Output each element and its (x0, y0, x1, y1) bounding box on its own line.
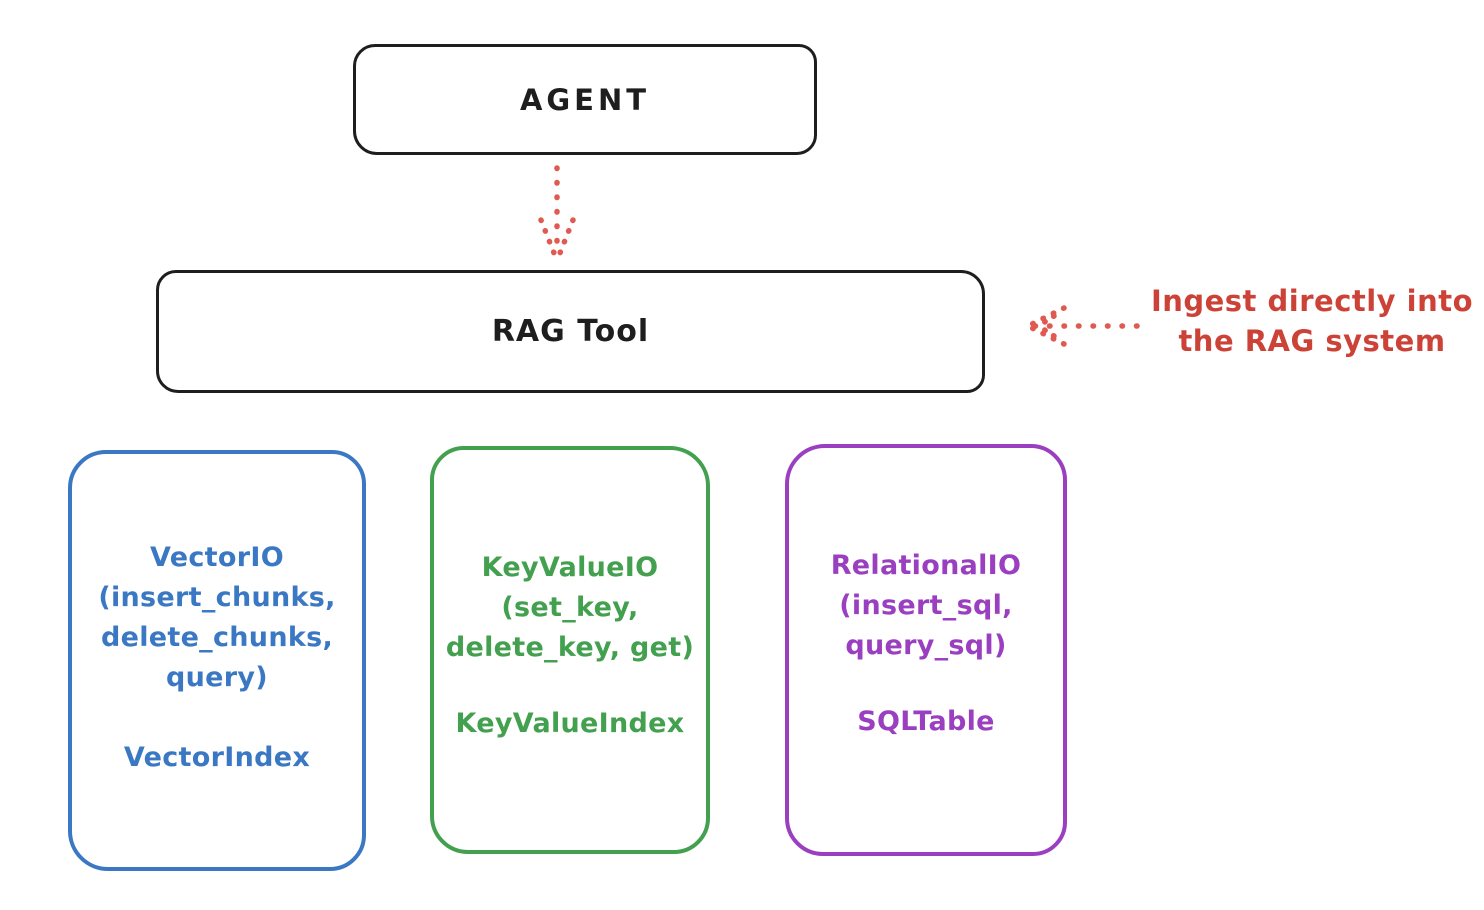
annotation-line-2: the RAG system (1178, 324, 1446, 358)
card-line: RelationalIO (830, 550, 1022, 581)
card-line: VectorIO (150, 542, 284, 573)
agent-node: AGENT (353, 44, 817, 155)
rag-tool-label: RAG Tool (491, 314, 650, 349)
ingest-annotation-dotted-arrow-icon (1029, 305, 1140, 347)
card-line: delete_chunks, (100, 622, 334, 653)
card-line: query_sql) (845, 630, 1007, 661)
card-line: (set_key, (501, 592, 639, 623)
ingest-annotation: Ingest directly into the RAG system (1140, 281, 1484, 361)
card-index-label: SQLTable (857, 706, 995, 737)
card-relational-io: RelationalIO (insert_sql, query_sql) SQL… (785, 444, 1067, 856)
card-line: (insert_sql, (839, 590, 1013, 621)
card-keyvalue-io: KeyValueIO (set_key, delete_key, get) Ke… (430, 446, 710, 854)
card-index-label: VectorIndex (123, 742, 311, 773)
rag-tool-node: RAG Tool (156, 270, 985, 393)
card-line: (insert_chunks, (98, 582, 336, 613)
agent-label: AGENT (519, 82, 651, 117)
card-line: query) (166, 662, 268, 693)
card-index-label: KeyValueIndex (455, 708, 685, 739)
card-line: delete_key, get) (445, 632, 695, 663)
agent-to-rag-dotted-arrow-icon (538, 165, 576, 257)
card-line: KeyValueIO (481, 552, 659, 583)
annotation-line-1: Ingest directly into (1150, 284, 1474, 318)
card-vector-io: VectorIO (insert_chunks, delete_chunks, … (68, 450, 366, 871)
